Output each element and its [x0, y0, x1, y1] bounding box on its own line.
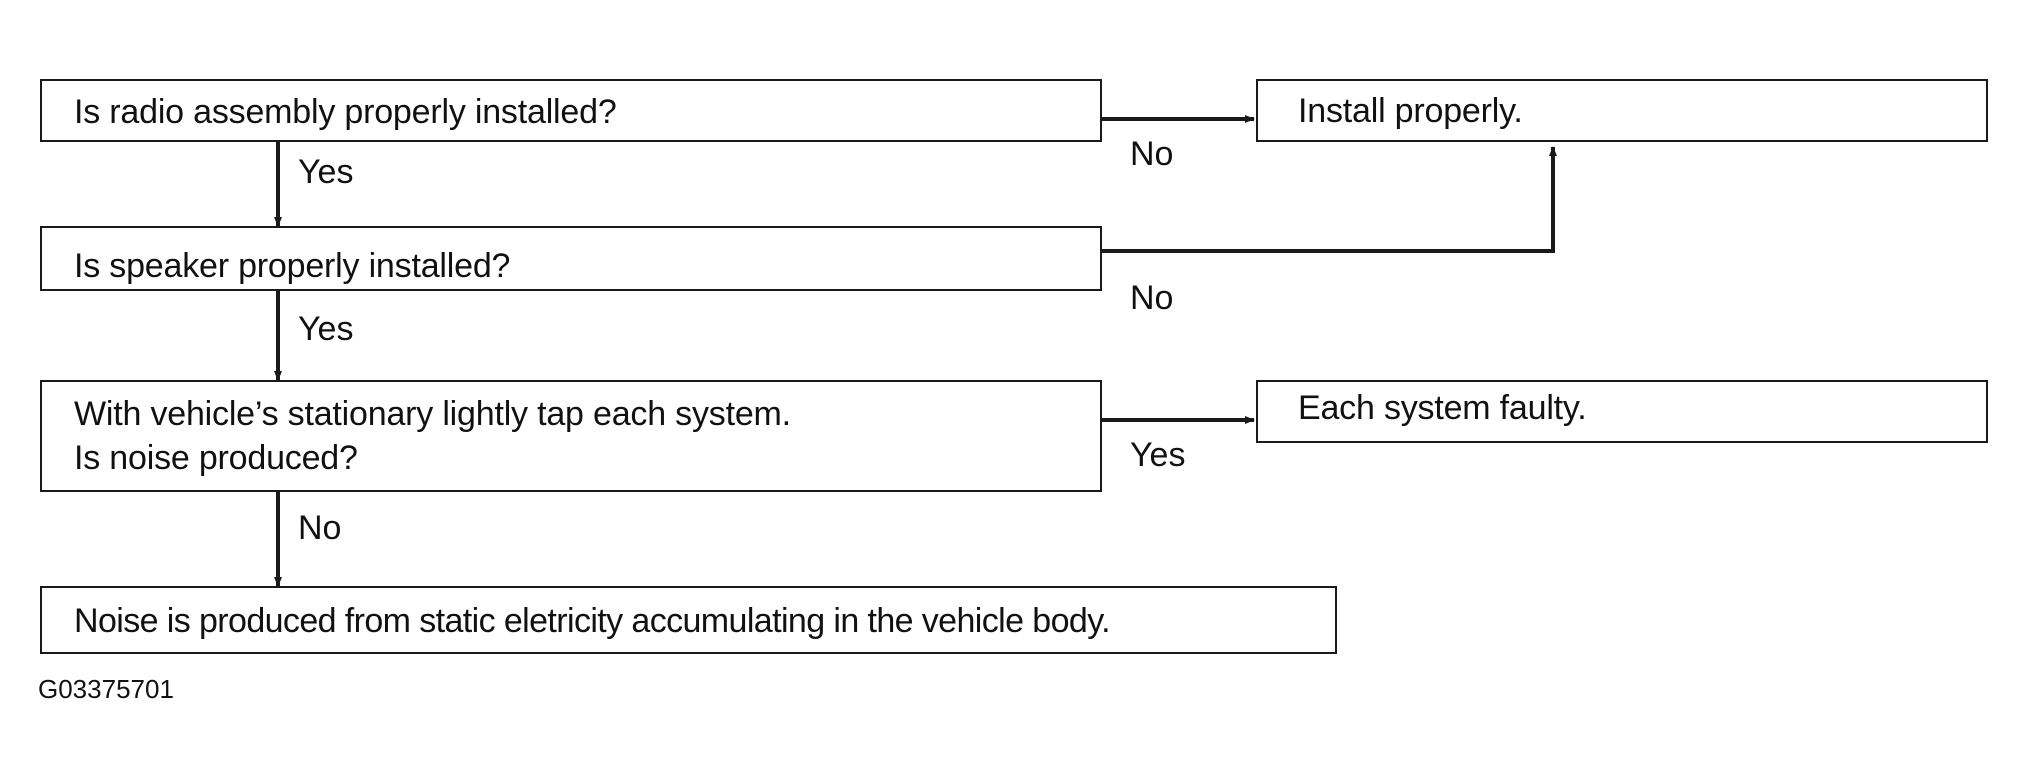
- edge-label-radio-no: No: [1130, 135, 1174, 173]
- result-text-faulty: Each system faulty.: [1298, 389, 1587, 427]
- result-text-static-noise: Noise is produced from static eletricity…: [74, 602, 1111, 640]
- result-box-install: Install properly.: [1256, 79, 1988, 142]
- arrow-speaker-no: [1102, 146, 1557, 253]
- question-text-speaker: Is speaker properly installed?: [74, 247, 511, 285]
- edge-label-speaker-yes: Yes: [298, 310, 354, 348]
- question-text-tap-line1: With vehicle’s stationary lightly tap ea…: [74, 395, 791, 433]
- question-box-tap: With vehicle’s stationary lightly tap ea…: [40, 380, 1102, 492]
- question-text-tap-line2: Is noise produced?: [74, 439, 358, 477]
- edge-label-radio-yes: Yes: [298, 153, 354, 191]
- result-text-install: Install properly.: [1298, 92, 1523, 130]
- edge-label-tap-yes: Yes: [1130, 436, 1186, 474]
- question-box-speaker: Is speaker properly installed?: [40, 226, 1102, 291]
- result-box-faulty: Each system faulty.: [1256, 380, 1988, 443]
- edge-label-speaker-no: No: [1130, 279, 1174, 317]
- question-box-radio: Is radio assembly properly installed?: [40, 79, 1102, 142]
- question-text-radio: Is radio assembly properly installed?: [74, 93, 617, 131]
- figure-id: G03375701: [38, 674, 174, 704]
- edge-label-tap-no: No: [298, 509, 342, 547]
- result-box-static-noise: Noise is produced from static eletricity…: [40, 586, 1337, 654]
